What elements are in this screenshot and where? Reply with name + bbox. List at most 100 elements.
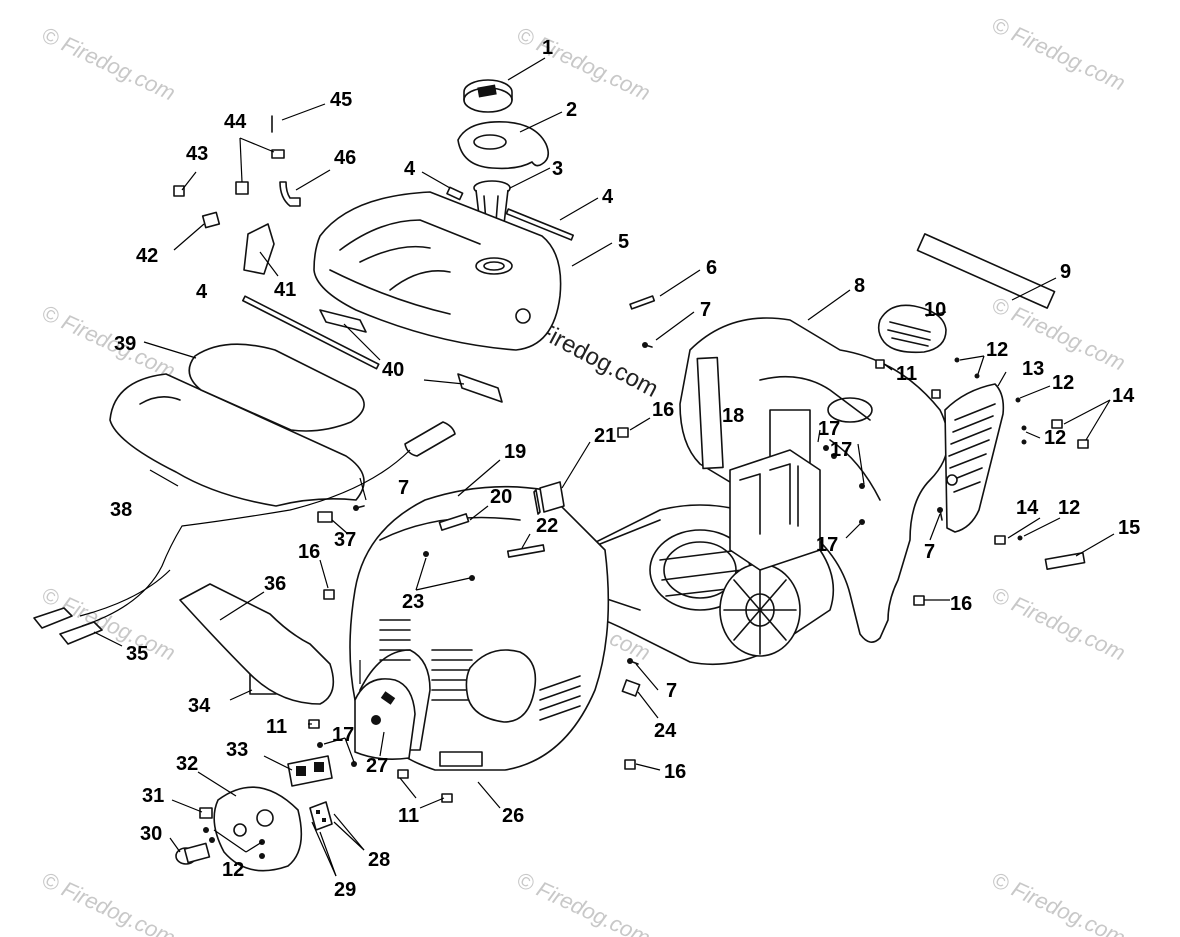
screw [469, 575, 475, 581]
bolt [397, 769, 409, 779]
callout-22: 22 [536, 515, 558, 537]
callout-10: 10 [924, 299, 946, 321]
bolt [1051, 419, 1063, 429]
callout-14: 14 [1112, 385, 1135, 407]
bolt [1077, 439, 1089, 449]
watermark-text: Firedog.com [1008, 591, 1129, 665]
callout-33: 33 [226, 739, 248, 761]
callout-12: 12 [1044, 427, 1066, 449]
callout-12: 12 [1058, 497, 1080, 519]
callout-11: 11 [896, 363, 917, 385]
decal-small [1044, 551, 1086, 571]
bolt [994, 535, 1006, 545]
bolt [624, 759, 636, 770]
control-panel-plate [213, 786, 303, 872]
switch [199, 807, 213, 819]
bolt [931, 389, 941, 399]
fuel-valve [201, 211, 221, 229]
screw [823, 445, 829, 451]
callout-27: 27 [366, 755, 388, 777]
callout-29: 29 [334, 879, 356, 901]
screw [831, 453, 837, 459]
callout-12: 12 [986, 339, 1008, 361]
callout-12: 12 [222, 859, 244, 881]
callout-7: 7 [924, 541, 935, 563]
decal-tiny [317, 511, 333, 523]
bracket [319, 309, 367, 333]
callout-26: 26 [502, 805, 524, 827]
callout-23: 23 [402, 591, 424, 613]
callout-6: 6 [706, 257, 717, 279]
callout-18: 18 [722, 405, 744, 427]
decal-panel-label [439, 751, 483, 767]
callout-19: 19 [504, 441, 526, 463]
callout-44: 44 [224, 111, 247, 133]
screw [1017, 535, 1023, 541]
screw [1021, 439, 1027, 445]
oil-door [354, 678, 416, 760]
screw [627, 658, 639, 665]
screw [209, 837, 215, 843]
fuel-hose [279, 181, 301, 207]
parts [33, 79, 1089, 872]
callout-2: 2 [566, 99, 577, 121]
callout-5: 5 [618, 231, 629, 253]
callout-17: 17 [816, 534, 838, 556]
callout-12: 12 [1052, 372, 1074, 394]
exhaust-grille [944, 383, 1005, 533]
callout-1: 1 [542, 37, 553, 59]
callout-17: 17 [830, 439, 852, 461]
base-tray [109, 373, 365, 507]
clip [621, 679, 641, 697]
screw [1021, 425, 1027, 431]
callout-15: 15 [1118, 517, 1140, 539]
callout-14: 14 [1016, 497, 1039, 519]
watermark-text: Firedog.com [1008, 876, 1129, 937]
trim-strip [506, 544, 546, 558]
screw [954, 357, 960, 363]
vent-cover [877, 304, 947, 354]
callout-28: 28 [368, 849, 390, 871]
decal-strip-large [916, 233, 1056, 309]
ac-receptacle [287, 755, 333, 787]
screw [642, 342, 653, 348]
callout-36: 36 [264, 573, 286, 595]
screw [353, 505, 365, 511]
callout-21: 21 [594, 425, 616, 447]
watermark-text: Firedog.com [58, 31, 179, 105]
callout-20: 20 [490, 486, 512, 508]
callout-7: 7 [398, 477, 409, 499]
callout-42: 42 [136, 245, 158, 267]
bolt [617, 427, 629, 438]
callout-11: 11 [266, 716, 287, 738]
callout-16: 16 [298, 541, 320, 563]
trim-strip [438, 513, 470, 531]
bolt [875, 359, 885, 369]
foam-strip [242, 295, 380, 370]
bracket [457, 373, 503, 403]
dc-outlet [175, 842, 211, 865]
hose-clamp [271, 149, 285, 159]
callout-7: 7 [700, 299, 711, 321]
callout-46: 46 [334, 147, 356, 169]
callout-41: 41 [274, 279, 296, 301]
bolt [441, 793, 453, 803]
screw [317, 742, 323, 748]
side-panel-foam [179, 583, 335, 705]
watermark-text: Firedog.com [533, 876, 654, 937]
screw [974, 373, 980, 379]
callout-8: 8 [854, 275, 865, 297]
callout-31: 31 [142, 785, 164, 807]
foam-strip [446, 186, 464, 201]
screw [423, 551, 429, 557]
screw [203, 827, 209, 833]
battery-charging-cable [33, 421, 456, 645]
watermark-text: Firedog.com [1008, 21, 1129, 95]
callout-35: 35 [126, 643, 148, 665]
callout-43: 43 [186, 143, 208, 165]
callout-4: 4 [196, 281, 208, 303]
foam-strip [505, 208, 575, 241]
fuel-cap [463, 79, 513, 113]
decal-strip [629, 295, 656, 310]
